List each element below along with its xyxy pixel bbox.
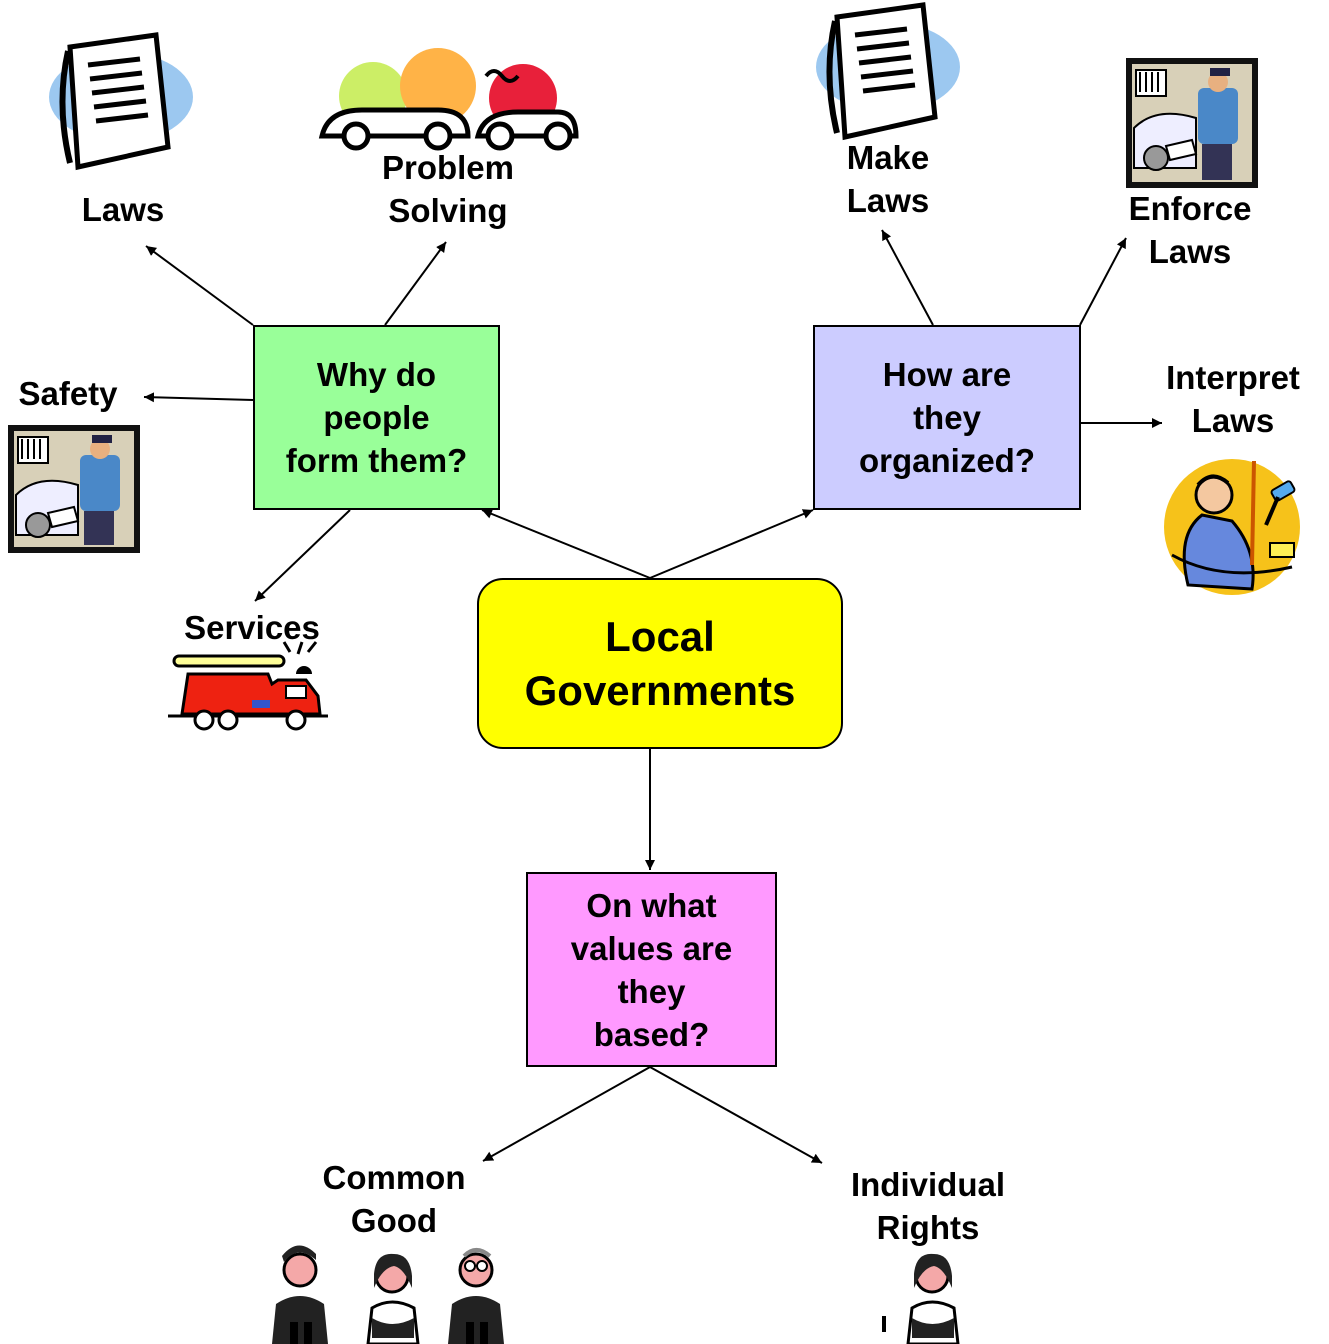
laws-label: Laws: [81, 191, 165, 228]
arrow-why-to-problem-solving: [384, 241, 447, 326]
why-question-label: Why do people form them?: [285, 356, 468, 479]
arrow-values-to-individual-rights: [649, 1066, 823, 1164]
arrow-how-to-enforce-laws: [1079, 237, 1127, 326]
central-topic-label: Local Governments: [524, 612, 796, 714]
values-question-box: On what values are they based?: [526, 872, 777, 1067]
arrow-center-to-how: [649, 509, 814, 579]
safety-label: Safety: [18, 375, 118, 412]
arrow-center-to-why: [481, 509, 651, 579]
judge-gavel-icon: [1164, 459, 1300, 595]
individual-rights-label: Individual Rights: [850, 1166, 1005, 1246]
interpret-laws-label: Interpret Laws: [1166, 359, 1300, 439]
fire-truck-icon: [168, 641, 328, 731]
laws-document-icon: [49, 32, 193, 171]
safety-police-officer-icon: [8, 425, 140, 553]
group-of-people-icon: [272, 1245, 504, 1344]
common-good-label: Common Good: [322, 1159, 466, 1239]
services-label: Services: [184, 609, 320, 646]
make-laws-label: Make Laws: [846, 139, 930, 219]
arrow-why-to-laws: [145, 245, 254, 326]
why-question-box: Why do people form them?: [253, 325, 500, 510]
arrow-why-to-safety: [143, 392, 254, 403]
make-laws-document-icon: [816, 2, 960, 141]
enforce-laws-label: Enforce Laws: [1128, 190, 1252, 270]
problem-solving-label: Problem Solving: [381, 149, 515, 229]
values-question-label: On what values are they based?: [570, 886, 733, 1053]
how-question-label: How are they organized?: [858, 356, 1035, 479]
arrow-how-to-make-laws: [881, 229, 934, 326]
central-topic-box: Local Governments: [477, 578, 843, 749]
people-in-cars-icon: [318, 48, 579, 151]
single-person-icon: [882, 1253, 960, 1344]
arrow-why-to-services: [254, 509, 351, 602]
arrow-values-to-common-good: [482, 1066, 651, 1162]
how-question-box: How are they organized?: [813, 325, 1081, 510]
enforce-laws-police-officer-icon: [1126, 58, 1258, 188]
